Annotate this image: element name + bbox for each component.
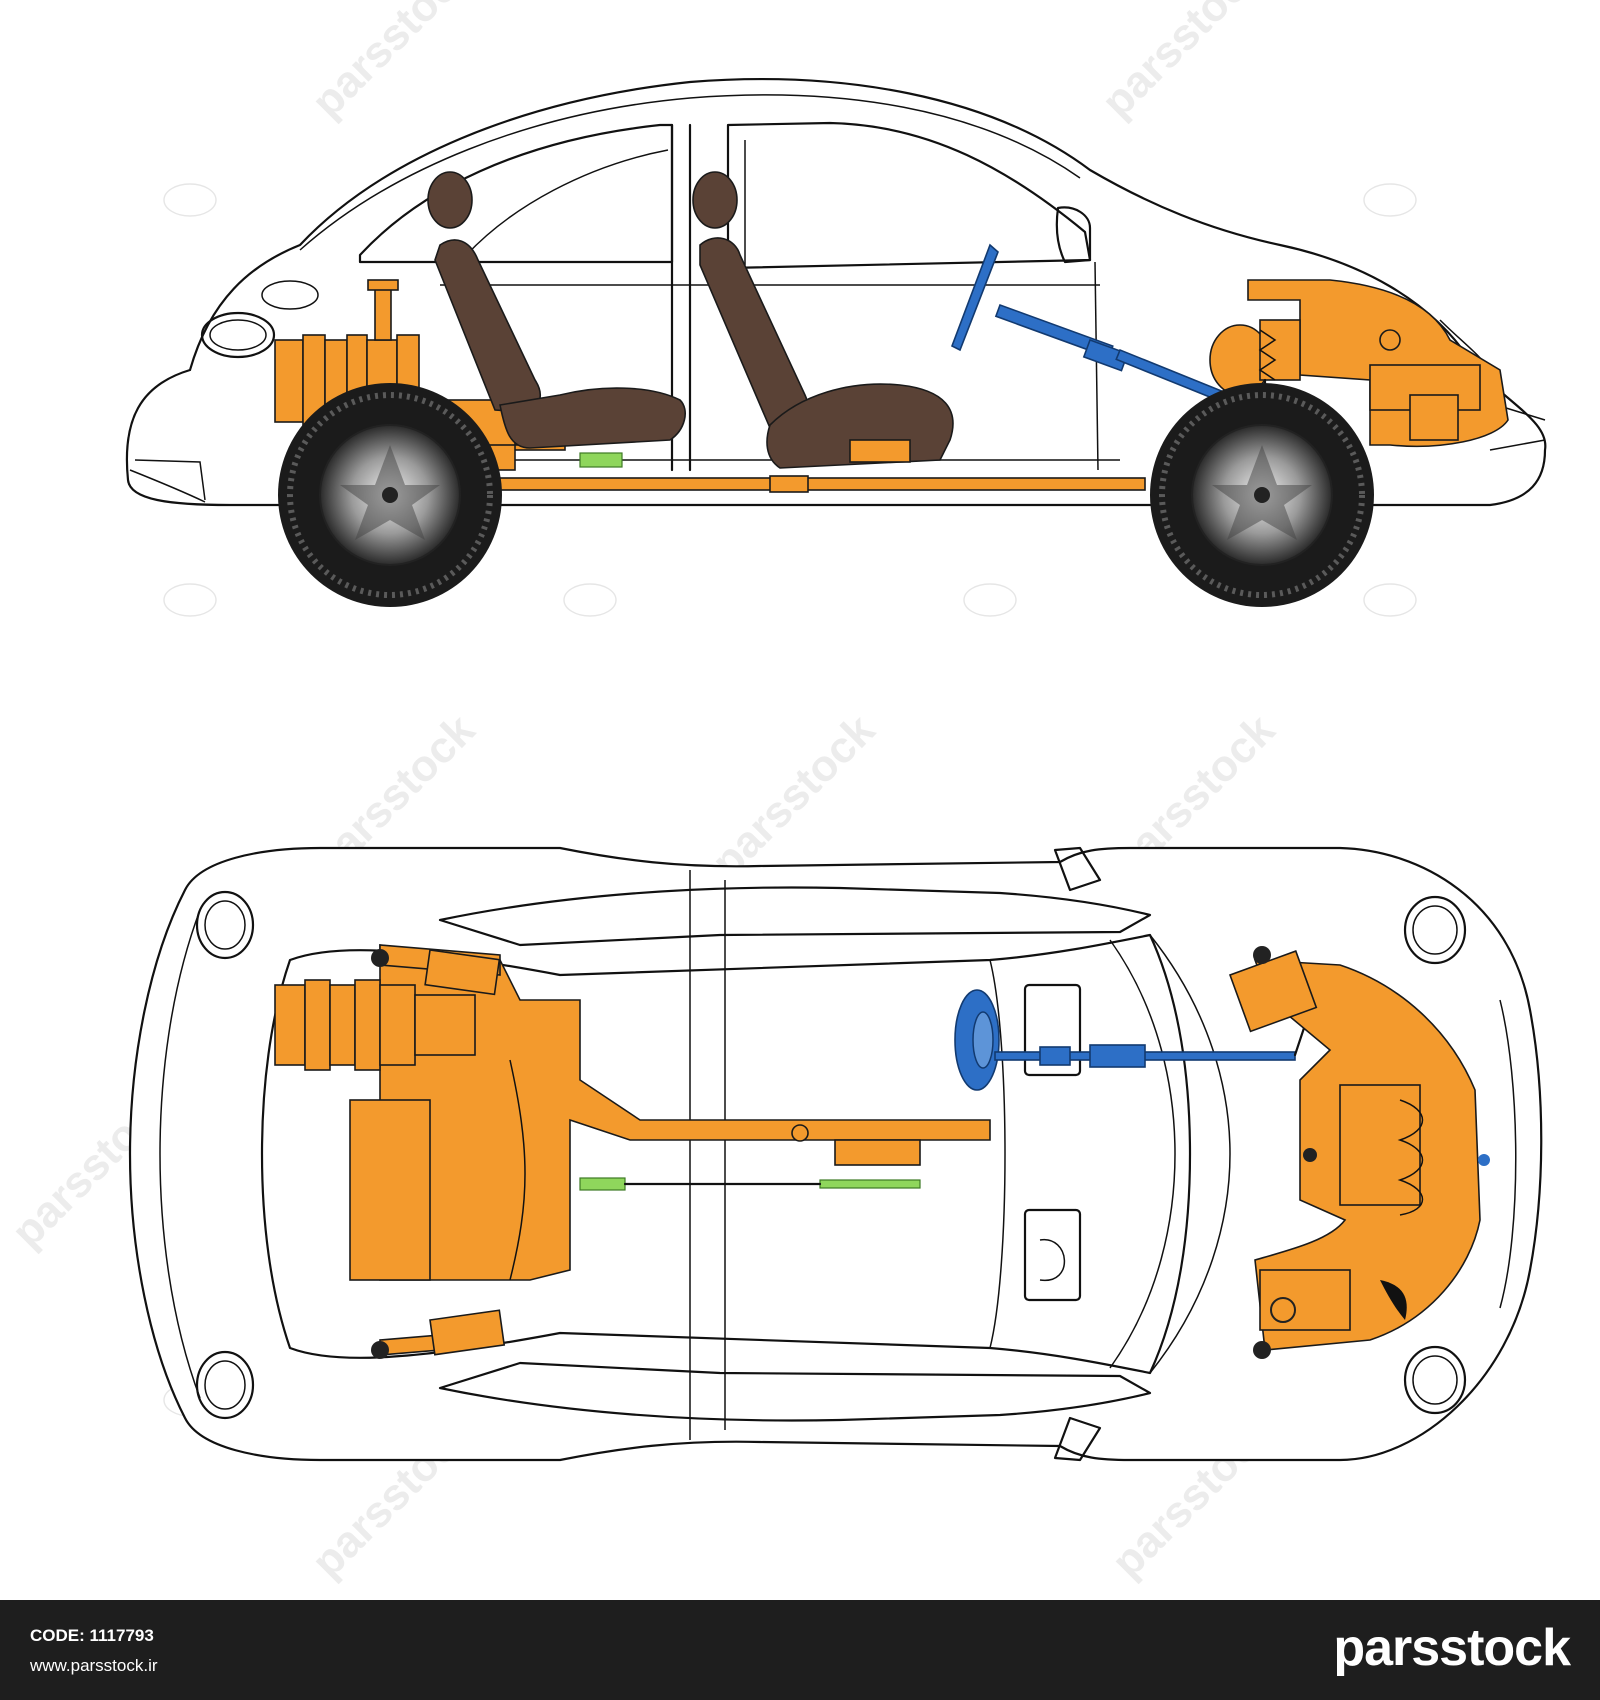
car-side-view [125,78,1547,607]
side-rear-light [200,311,276,359]
cutaway-diagram: parsstock parsstock parsstock parsstock … [2,0,1547,1587]
top-pedal-right [819,1179,921,1189]
side-mirror [1055,206,1092,264]
side-rear-wheel [278,383,502,607]
side-rear-seat [427,171,686,449]
footer-bar: CODE: 1117793 www.parsstock.ir parsstock [0,1600,1600,1700]
brand-logo: parsstock [1333,1619,1571,1677]
car-top-view [128,846,1543,1462]
top-steering [954,989,1312,1091]
side-front-window [726,121,1092,270]
top-light-front-left [1403,895,1467,965]
top-pedal-left [579,1177,626,1191]
watermark-text: parsstock [302,0,484,127]
top-window-right [438,1361,1152,1422]
watermark-text: parsstock [702,705,884,887]
site-url[interactable]: www.parsstock.ir [30,1656,158,1675]
top-rear-engine [274,944,991,1359]
top-light-front-right [1403,1345,1467,1415]
top-window-left [438,886,1152,947]
side-front-seat [692,171,954,469]
watermark-text: parsstock [1092,0,1274,127]
image-code: CODE: 1117793 [30,1626,154,1645]
top-light-rear-left [195,890,255,960]
top-mirror-right [1053,1416,1102,1462]
side-rear-window [358,123,674,264]
side-front-assembly [1209,279,1509,472]
top-front-assembly [1228,946,1490,1359]
top-mirror-left [1053,846,1102,892]
top-light-rear-right [195,1350,255,1420]
side-pedal [579,452,623,468]
side-steering [950,243,1224,402]
side-front-wheel [1150,383,1374,607]
